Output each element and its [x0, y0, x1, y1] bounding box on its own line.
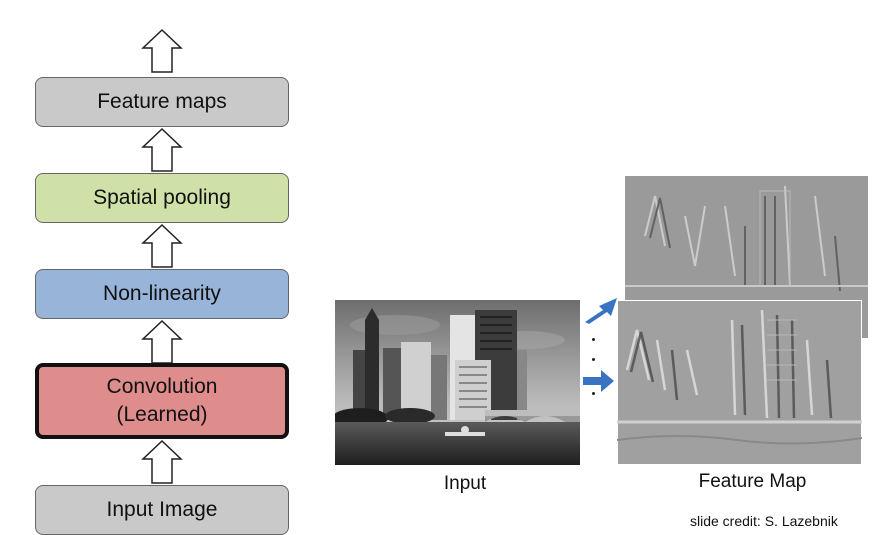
- feature-maps-box: Feature maps: [35, 77, 289, 127]
- convolution-box: Convolution (Learned): [35, 363, 289, 439]
- non-linearity-box: Non-linearity: [35, 269, 289, 319]
- up-arrow-nonlin-to-pooling-icon: [141, 223, 183, 268]
- feature-map-caption: Feature Map: [698, 471, 807, 492]
- up-arrow-conv-to-nonlin-icon: [141, 319, 183, 364]
- blue-arrow-upper-icon: [585, 298, 617, 324]
- slide-credit: slide credit: S. Lazebnik: [690, 513, 838, 529]
- ellipsis-dot-2: [592, 358, 595, 361]
- spatial-pooling-box: Spatial pooling: [35, 173, 289, 223]
- input-image-label: Input Image: [106, 498, 218, 521]
- non-linearity-label: Non-linearity: [103, 282, 221, 305]
- ellipsis-dot-1: [592, 338, 595, 341]
- feature-map-front-image: [617, 300, 862, 465]
- spatial-pooling-label: Spatial pooling: [93, 186, 231, 209]
- up-arrow-output-icon: [141, 28, 183, 73]
- convolution-label-line2: (Learned): [116, 403, 208, 426]
- up-arrow-input-to-conv-icon: [141, 439, 183, 484]
- input-caption: Input: [443, 473, 487, 494]
- ellipsis-dot-3: [592, 392, 595, 395]
- up-arrow-pooling-to-featuremaps-icon: [141, 127, 183, 172]
- feature-maps-label: Feature maps: [97, 90, 227, 113]
- convolution-label-line1: Convolution: [106, 375, 218, 398]
- input-image-box: Input Image: [35, 485, 289, 535]
- input-city-photo: [335, 300, 580, 465]
- blue-arrow-lower-icon: [583, 370, 614, 392]
